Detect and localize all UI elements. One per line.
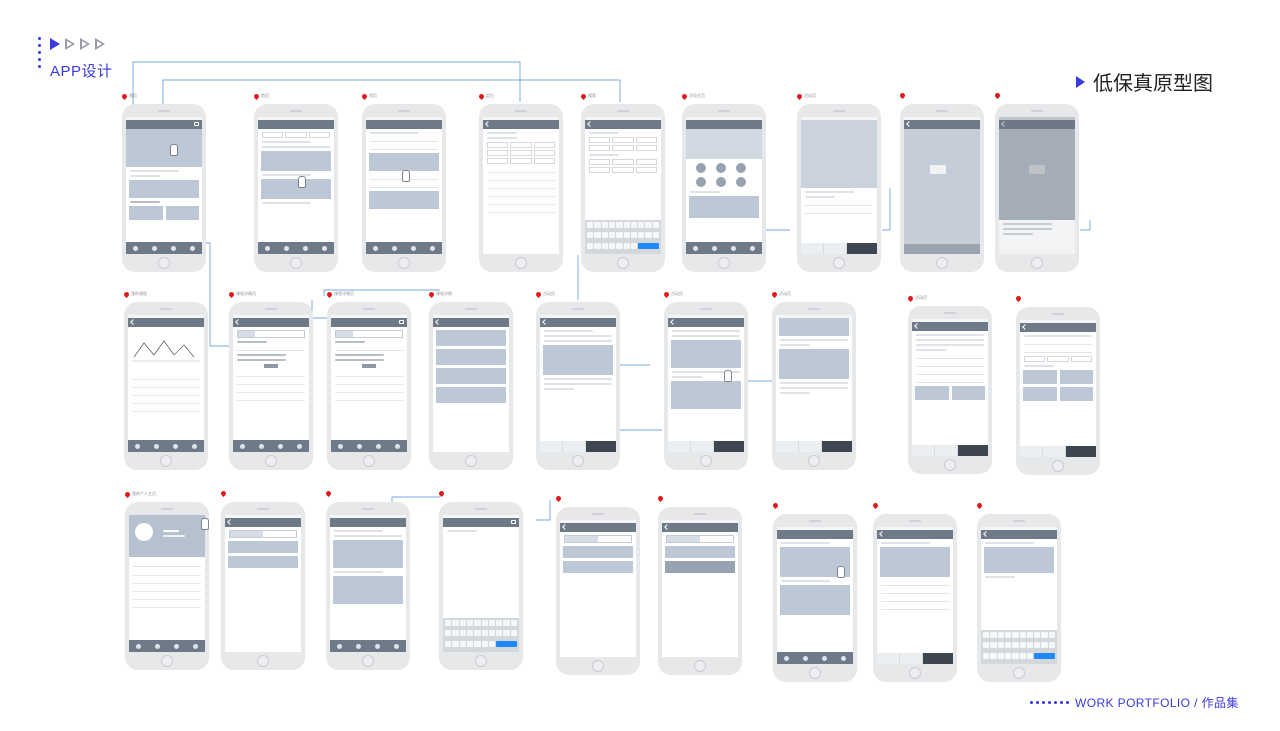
arrow-outline-icon [95, 38, 105, 50]
phone-post-compose [439, 502, 523, 670]
phone-followers [221, 502, 305, 670]
footer: WORK PORTFOLIO / 作品集 [1030, 694, 1239, 711]
phone-course-detail-1 [229, 302, 313, 470]
footer-text: WORK PORTFOLIO / 作品集 [1075, 696, 1239, 710]
screen-label: 搜索 [579, 92, 596, 100]
screen-label: 首页 [252, 92, 269, 100]
phone-home-1 [122, 104, 206, 272]
phone-search [581, 104, 665, 272]
phone-map-sheet [995, 104, 1079, 272]
location-pin-icon [975, 501, 984, 510]
location-pin-icon [770, 290, 779, 298]
phone-activity-5 [1016, 307, 1100, 475]
screen-label: 活动页 [795, 92, 816, 100]
screen-label: 课程详情页 [325, 290, 354, 298]
phone-feed-2 [773, 514, 857, 682]
phone-activity-2 [664, 302, 748, 470]
screen-label [898, 91, 907, 100]
phone-post-reply [977, 514, 1061, 682]
location-pin-icon [477, 92, 486, 100]
location-pin-icon [227, 290, 236, 298]
section-title: APP设计 [50, 63, 113, 80]
screen-label: 活动页 [662, 290, 683, 298]
phone-activity-4 [908, 306, 992, 474]
screen-label [1014, 294, 1023, 303]
screen-label [656, 494, 665, 503]
screen-label [554, 494, 563, 503]
location-pin-icon [252, 92, 261, 100]
screen-label: 首页 [120, 92, 137, 100]
location-pin-icon [662, 290, 671, 298]
screen-label [975, 501, 984, 510]
screen-label [771, 501, 780, 510]
location-pin-icon [579, 92, 588, 100]
screen-label: 我的课程 [122, 290, 147, 298]
location-pin-icon [680, 92, 689, 100]
phone-feed [326, 502, 410, 670]
screen-label: 我的个人主页 [123, 490, 156, 498]
screen-label: 活动页 [534, 290, 555, 298]
screen-label: 课程详情 [427, 290, 452, 298]
screen-label: 活动主页 [680, 92, 705, 100]
phone-activity-3 [772, 302, 856, 470]
location-pin-icon [120, 92, 129, 100]
screen-label: 首页 [360, 92, 377, 100]
location-pin-icon [906, 294, 915, 302]
screen-label [871, 501, 880, 510]
phone-location [479, 104, 563, 272]
header-dots [38, 37, 42, 75]
phone-activity-detail [797, 104, 881, 272]
page-title-text: 低保真原型图 [1093, 73, 1213, 95]
phone-course-list [429, 302, 513, 470]
location-pin-icon [437, 489, 446, 498]
location-pin-icon [427, 290, 436, 298]
footer-dots [1030, 701, 1069, 704]
phone-course-detail-2 [327, 302, 411, 470]
title-arrow-icon [1076, 75, 1085, 88]
line-chart-sketch [132, 340, 200, 362]
location-pin-icon [1014, 294, 1023, 303]
location-pin-icon [324, 489, 333, 498]
phone-activity-home [682, 104, 766, 272]
screen-label [324, 489, 333, 498]
phone-post-detail [873, 514, 957, 682]
location-pin-icon [534, 290, 543, 298]
phone-comments [658, 507, 742, 675]
location-pin-icon [325, 290, 334, 298]
location-pin-icon [898, 91, 907, 100]
screen-label [437, 489, 446, 498]
screen-label: 课程详情页 [227, 290, 256, 298]
location-pin-icon [123, 490, 132, 498]
screen-label: 活动页 [906, 294, 927, 302]
screen-label [219, 489, 228, 498]
phone-home-3 [362, 104, 446, 272]
phone-home-2 [254, 104, 338, 272]
screen-label: 活动页 [770, 290, 791, 298]
arrow-outline-icon [65, 38, 75, 50]
location-pin-icon [219, 489, 228, 498]
location-pin-icon [122, 290, 131, 298]
phone-likes [556, 507, 640, 675]
location-pin-icon [993, 91, 1002, 100]
phone-my-courses [124, 302, 208, 470]
phone-activity-1 [536, 302, 620, 470]
arrow-filled-icon [50, 38, 60, 50]
phone-profile [125, 502, 209, 670]
screen-label: 定位 [477, 92, 494, 100]
location-pin-icon [656, 494, 665, 503]
arrow-outline-icon [80, 38, 90, 50]
screen-label [993, 91, 1002, 100]
phone-map [900, 104, 984, 272]
location-pin-icon [771, 501, 780, 510]
location-pin-icon [554, 494, 563, 503]
location-pin-icon [360, 92, 369, 100]
page-title: 低保真原型图 [1076, 67, 1213, 96]
header-arrows [50, 38, 105, 54]
location-pin-icon [871, 501, 880, 510]
location-pin-icon [795, 92, 804, 100]
